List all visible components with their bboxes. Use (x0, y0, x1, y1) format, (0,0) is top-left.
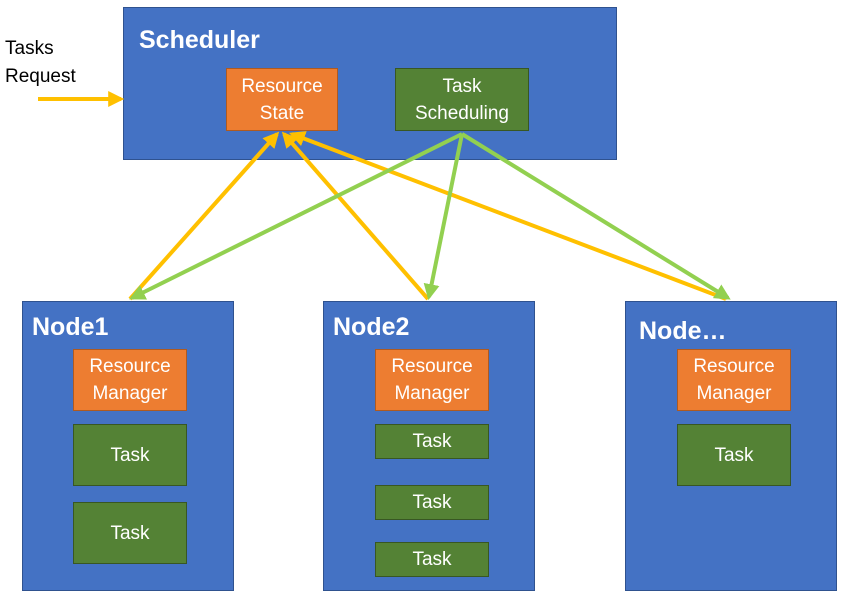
node1-title: Node1 (32, 313, 109, 341)
node2-task[interactable]: Task (375, 424, 489, 459)
node2-resource-manager[interactable]: Resource Manager (375, 349, 489, 411)
node1-task[interactable]: Task (73, 424, 187, 486)
resource-state-box[interactable]: Resource State (226, 68, 338, 131)
node1-task[interactable]: Task (73, 502, 187, 564)
node2-title: Node2 (333, 313, 410, 341)
node2-task[interactable]: Task (375, 485, 489, 520)
node1-resource-manager[interactable]: Resource Manager (73, 349, 187, 411)
tasks-request-label: Tasks Request (5, 38, 76, 87)
node-more-task[interactable]: Task (677, 424, 791, 486)
node-more-title: Node… (639, 317, 727, 345)
scheduler-title: Scheduler (139, 26, 260, 54)
scheduler-box[interactable]: Scheduler (123, 7, 617, 160)
node2-task[interactable]: Task (375, 542, 489, 577)
task-scheduling-box[interactable]: Task Scheduling (395, 68, 529, 131)
node-more-resource-manager[interactable]: Resource Manager (677, 349, 791, 411)
